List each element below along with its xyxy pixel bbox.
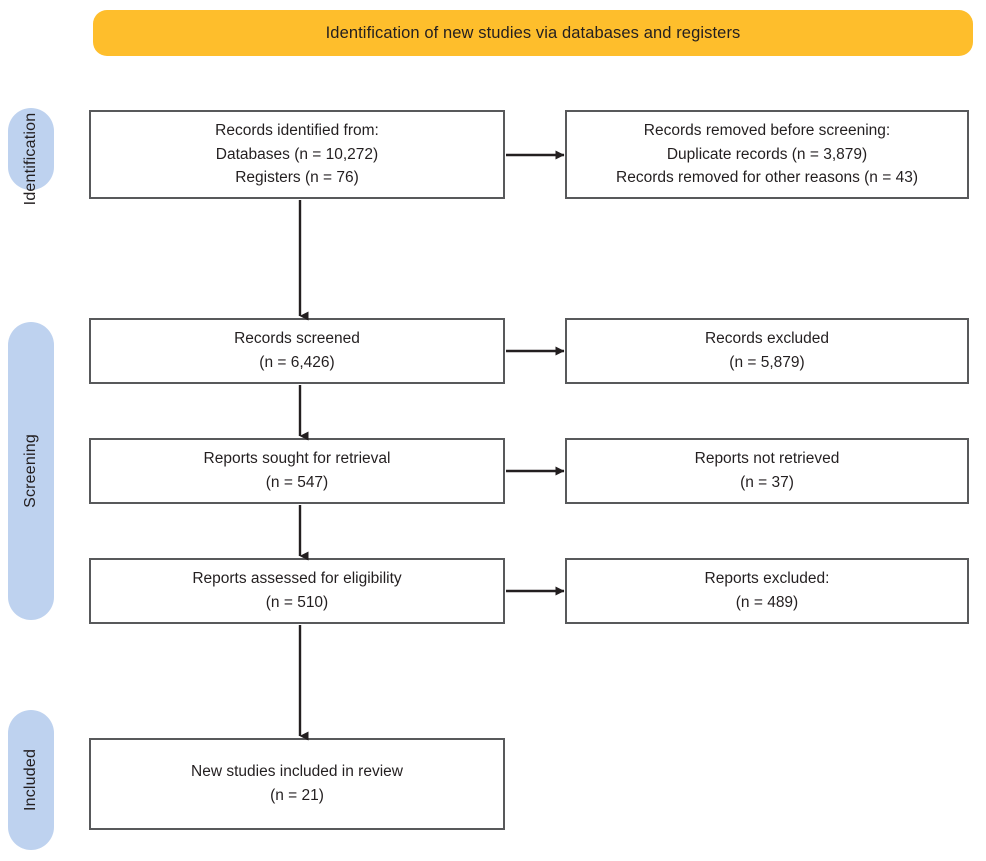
box-line: (n = 21) <box>270 787 324 804</box>
box-line: (n = 6,426) <box>259 354 335 371</box>
box-line: Registers (n = 76) <box>235 169 359 187</box>
box-line: (n = 5,879) <box>729 354 805 371</box>
stage-pill-screening: Screening <box>8 322 54 620</box>
header-title: Identification of new studies via databa… <box>325 23 741 42</box>
box-line: Records removed for other reasons (n = 4… <box>616 169 918 187</box>
header-banner: Identification of new studies via databa… <box>93 10 973 56</box>
box-reports-sought-for-retrieval: Reports sought for retrieval (n = 547) <box>89 438 505 504</box>
stage-label-identification: Identification <box>22 112 39 206</box>
box-reports-not-retrieved: Reports not retrieved (n = 37) <box>565 438 969 504</box>
box-line: Reports excluded: <box>704 570 830 588</box>
box-line: (n = 37) <box>740 474 794 491</box>
box-line: Reports not retrieved <box>694 450 840 468</box>
box-line: Records removed before screening: <box>643 122 891 140</box>
box-new-studies-included: New studies included in review (n = 21) <box>89 738 505 830</box>
box-reports-excluded: Reports excluded: (n = 489) <box>565 558 969 624</box>
box-records-excluded: Records excluded (n = 5,879) <box>565 318 969 384</box>
box-line: Databases (n = 10,272) <box>215 145 379 163</box>
box-records-removed: Records removed before screening: Duplic… <box>565 110 969 199</box>
box-line: Reports assessed for eligibility <box>192 570 402 588</box>
box-line: (n = 489) <box>735 594 799 611</box>
stage-label-included: Included <box>22 748 39 812</box>
box-line: (n = 510) <box>265 594 329 611</box>
box-reports-assessed-for-eligibility: Reports assessed for eligibility (n = 51… <box>89 558 505 624</box>
box-line: New studies included in review <box>191 763 403 781</box>
box-line: Records screened <box>234 330 360 348</box>
box-line: (n = 547) <box>265 474 329 491</box>
stage-label-screening: Screening <box>22 434 39 508</box>
stage-pill-included: Included <box>8 710 54 850</box>
box-line: Records identified from: <box>215 122 379 140</box>
box-records-screened: Records screened (n = 6,426) <box>89 318 505 384</box>
box-records-identified: Records identified from: Databases (n = … <box>89 110 505 199</box>
stage-pill-identification: Identification <box>8 108 54 205</box>
box-line: Reports sought for retrieval <box>203 450 391 468</box>
box-line: Duplicate records (n = 3,879) <box>666 145 868 163</box>
box-line: Records excluded <box>704 330 830 348</box>
